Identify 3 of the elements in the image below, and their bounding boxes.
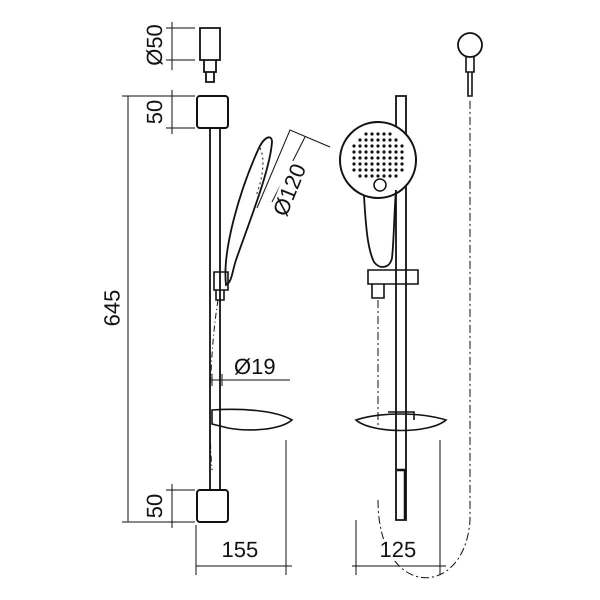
dimension-label: Ø50 <box>144 23 166 67</box>
dimension-label: 125 <box>378 539 418 561</box>
dimension-label: Ø19 <box>233 356 277 378</box>
